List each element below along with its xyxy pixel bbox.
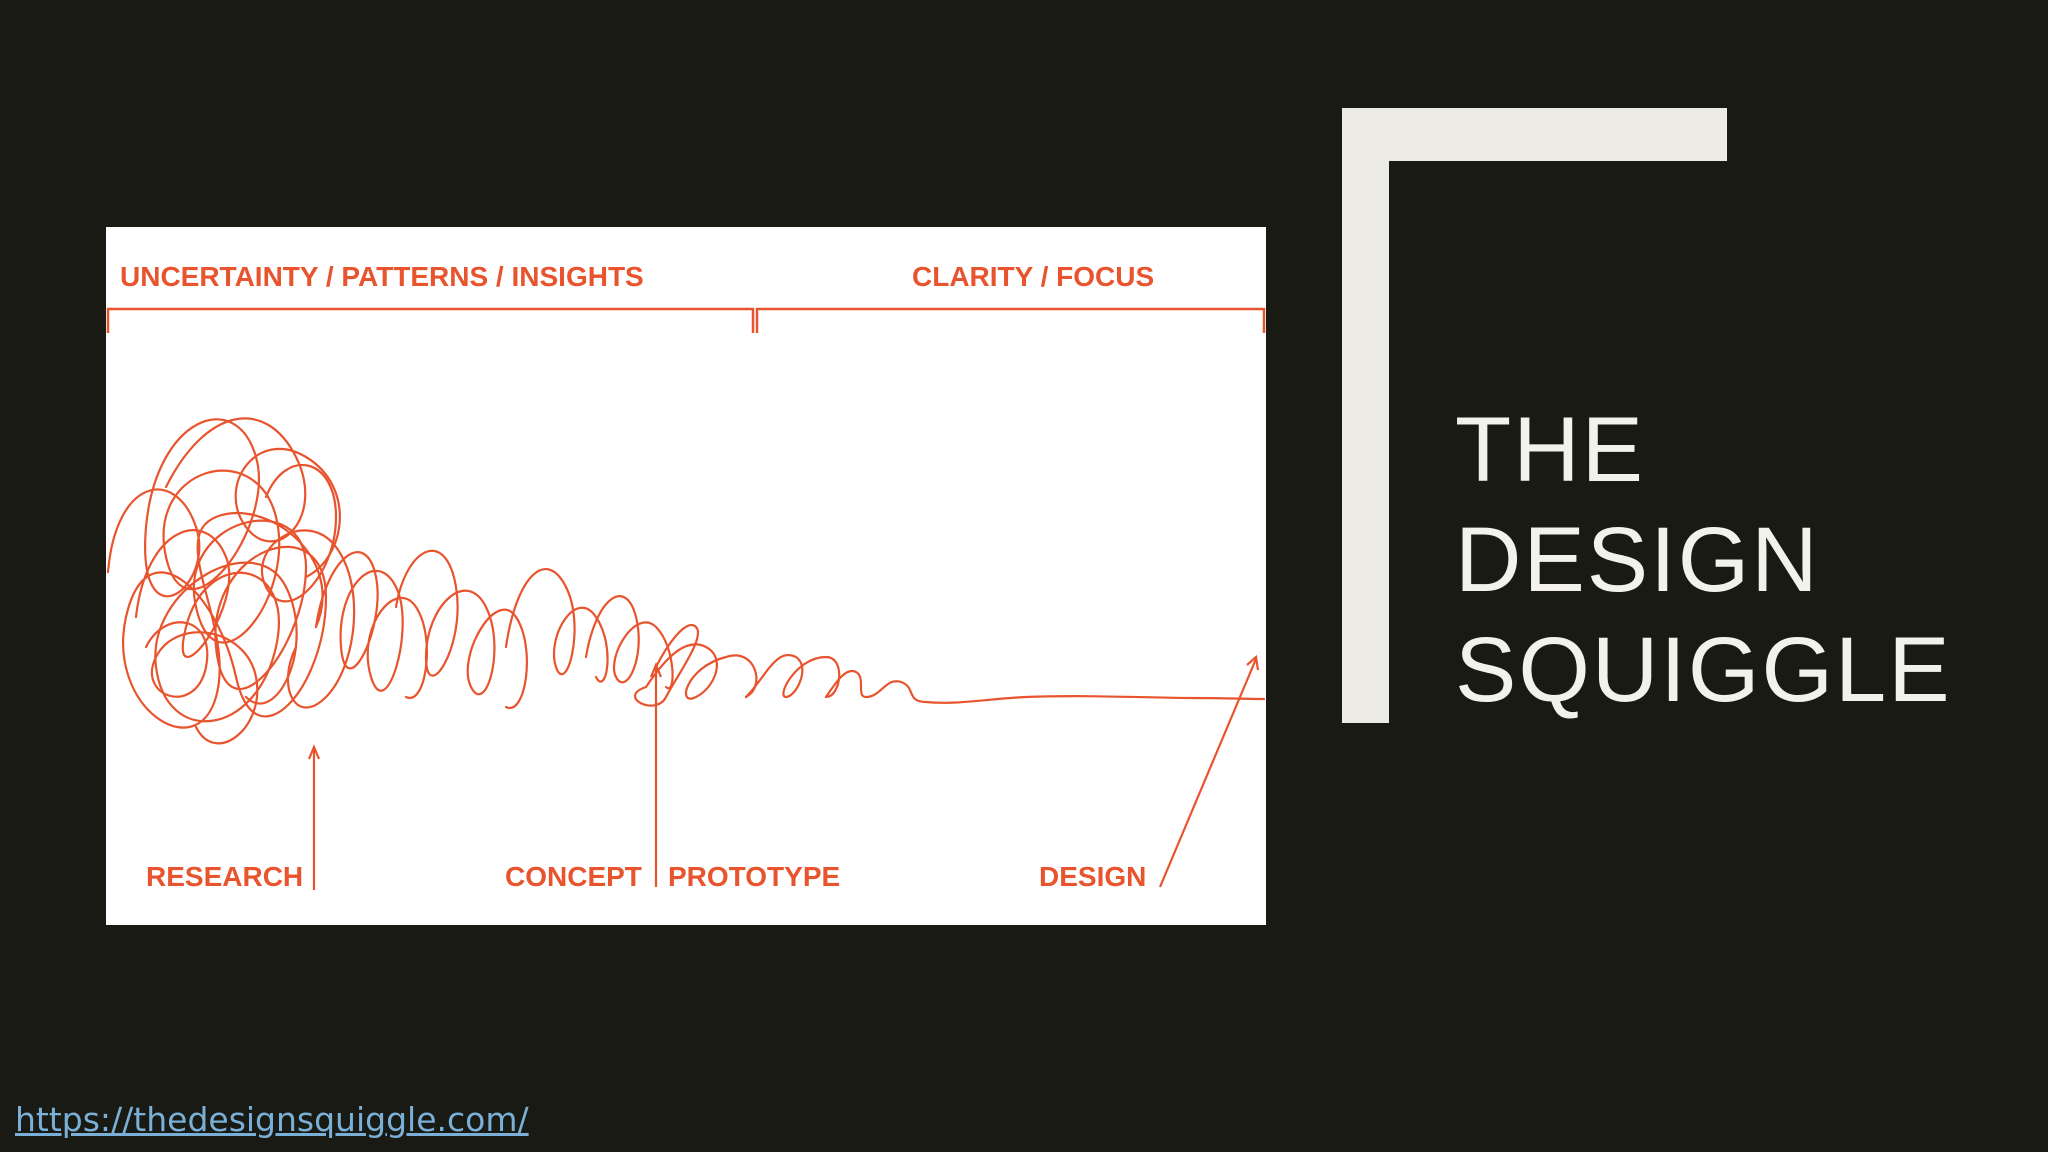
accent-bracket-vertical (1342, 108, 1389, 723)
phase-bracket-right (755, 307, 1266, 333)
title-line-2: DESIGN (1455, 509, 1820, 611)
phase-bracket-left (106, 307, 755, 333)
accent-bracket-horizontal (1342, 108, 1727, 161)
phase-label-clarity: CLARITY / FOCUS (912, 261, 1154, 292)
diagram-svg: UNCERTAINTY / PATTERNS / INSIGHTS CLARIT… (106, 261, 1266, 892)
source-link[interactable]: https://thedesignsquiggle.com/ (15, 1100, 529, 1139)
stage-label-design: DESIGN (1039, 861, 1146, 892)
arrow-design (1158, 654, 1260, 888)
slide-title: THE DESIGN SQUIGGLE (1455, 395, 2015, 725)
title-line-1: THE (1455, 399, 1645, 501)
design-squiggle-diagram: UNCERTAINTY / PATTERNS / INSIGHTS CLARIT… (106, 227, 1266, 925)
squiggle-line (106, 417, 1266, 745)
stage-label-research: RESEARCH (146, 861, 303, 892)
title-line-3: SQUIGGLE (1455, 619, 1952, 721)
arrow-research (307, 744, 321, 890)
arrow-concept (649, 662, 663, 887)
stage-label-prototype: PROTOTYPE (668, 861, 840, 892)
stage-label-concept: CONCEPT (505, 861, 642, 892)
phase-label-uncertainty: UNCERTAINTY / PATTERNS / INSIGHTS (120, 261, 644, 292)
